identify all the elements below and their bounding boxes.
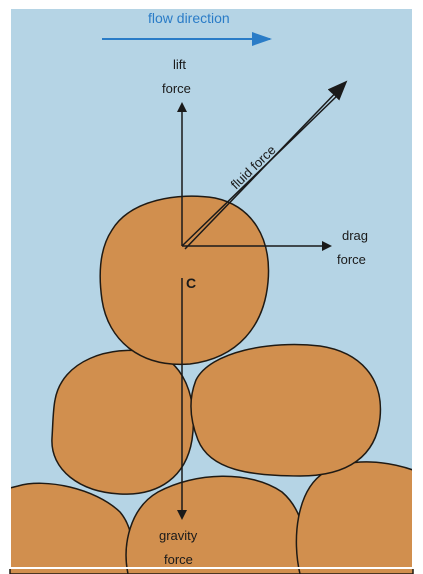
lift-force-label-line2: force bbox=[162, 81, 191, 96]
gravity-force-label-line2: force bbox=[164, 552, 193, 567]
flow-direction-label: flow direction bbox=[148, 10, 230, 26]
grain-middle-left bbox=[52, 350, 194, 494]
gravity-force-label-line1: gravity bbox=[159, 528, 198, 543]
grain-middle-right bbox=[191, 344, 381, 476]
drag-force-label-line1: drag bbox=[342, 228, 368, 243]
drag-force-label-line2: force bbox=[337, 252, 366, 267]
center-label: C bbox=[186, 275, 196, 291]
grain-top bbox=[100, 196, 268, 364]
lift-force-label-line1: lift bbox=[173, 57, 186, 72]
